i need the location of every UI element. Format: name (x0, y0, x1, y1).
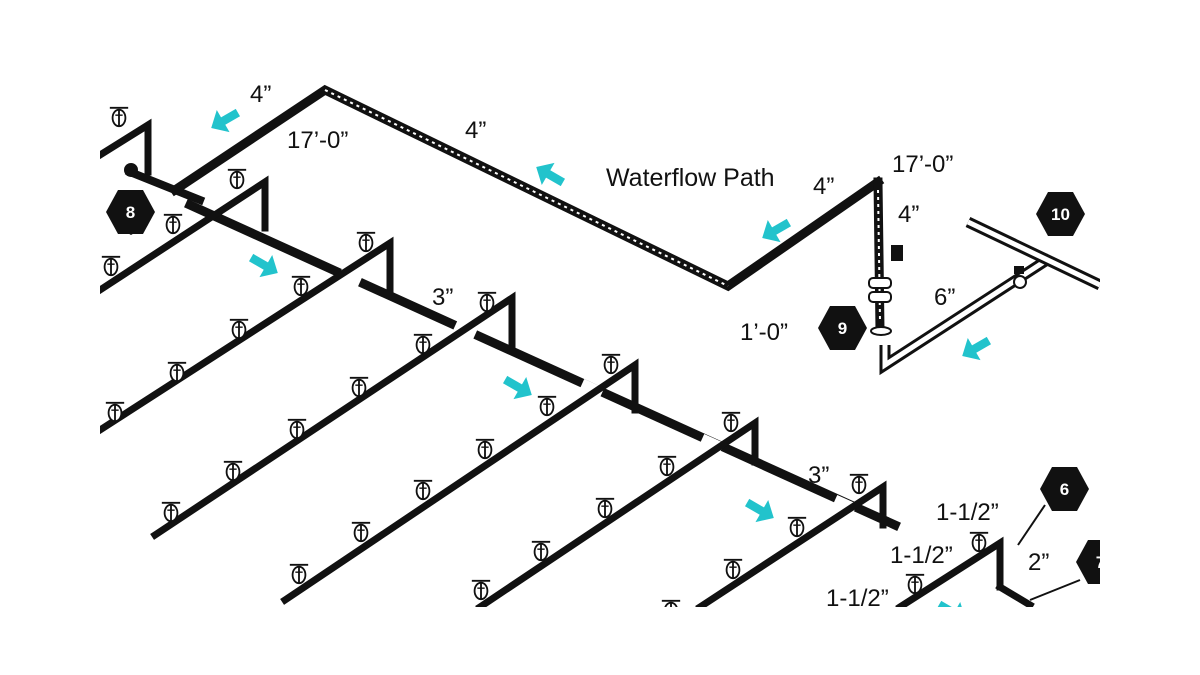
sprinkler-head-icon (720, 411, 742, 433)
hexagon-marker-icon (1036, 192, 1085, 236)
marker-6: 6 (1040, 467, 1089, 511)
sprinkler-head-icon (786, 516, 808, 538)
diagram-title: Waterflow Path (606, 164, 775, 192)
label-3in-lower: 3” (808, 462, 829, 489)
marker-9: 9 (818, 306, 867, 350)
sprinkler-head-icon (226, 168, 248, 190)
sprinkler-head-icon (536, 395, 558, 417)
flow-direction-arrow-icon (204, 101, 245, 140)
marker-7: 7 (1076, 540, 1105, 584)
marker-9-label: 9 (838, 319, 847, 338)
main-pipe-6in (879, 217, 1100, 376)
sprinkler-head-icon (288, 563, 310, 585)
sprinkler-head-icon (412, 479, 434, 501)
marker-8: 8 (106, 190, 155, 235)
marker-10: 10 (1036, 192, 1085, 236)
sprinkler-head-icon (722, 558, 744, 580)
sprinkler-head-icon (108, 106, 130, 128)
sprinkler-head-icon (350, 521, 372, 543)
sprinkler-head-icon (474, 438, 496, 460)
flow-direction-arrow-icon (244, 246, 285, 285)
sprinkler-head-icon (656, 455, 678, 477)
flow-direction-arrow-icon (932, 593, 973, 607)
sprinkler-head-icon (100, 255, 122, 277)
label-1-5in-a: 1-1/2” (936, 499, 999, 526)
sprinkler-head-icon (848, 473, 870, 495)
label-4in-top-left: 4” (250, 81, 271, 108)
hexagon-marker-icon (1076, 540, 1100, 584)
label-4in-right: 4” (813, 173, 834, 200)
flow-direction-arrow-icon (498, 368, 539, 407)
label-1-5in-b: 1-1/2” (890, 542, 953, 569)
riser-pipe-4in (868, 177, 903, 336)
hexagon-marker-icon (818, 306, 867, 350)
flow-direction-arrow-icon (955, 329, 996, 368)
label-3in-upper: 3” (432, 284, 453, 311)
sprinkler-head-icon (355, 231, 377, 253)
label-4in-top-mid: 4” (465, 117, 486, 144)
sprinkler-head-icon (660, 599, 682, 607)
label-2in: 2” (1028, 549, 1049, 576)
branch-lines (100, 175, 1081, 607)
marker-10-label: 10 (1051, 205, 1070, 224)
sprinkler-head-icon (162, 213, 184, 235)
main-pipe-4in (168, 84, 885, 292)
flow-direction-arrow-icon (740, 491, 781, 530)
sprinkler-head-icon (530, 540, 552, 562)
label-17ft-right: 17’-0” (892, 151, 953, 178)
sprinkler-head-icon (470, 579, 492, 601)
sprinkler-head-icon (594, 497, 616, 519)
marker-8-label: 8 (126, 203, 135, 222)
label-6in-main: 6” (934, 284, 955, 311)
hexagon-marker-icon (1040, 467, 1089, 511)
label-17ft-left: 17’-0” (287, 127, 348, 154)
label-1-5in-c: 1-1/2” (826, 585, 889, 612)
sprinkler-head-icon (600, 353, 622, 375)
marker-6-label: 6 (1060, 480, 1069, 499)
label-1ft-0in: 1’-0” (740, 319, 788, 346)
marker-7-label: 7 (1096, 553, 1105, 572)
left-connection-pipe (100, 118, 206, 206)
cross-main-pipe-3in (184, 199, 901, 531)
label-4in-riser: 4” (898, 201, 919, 228)
